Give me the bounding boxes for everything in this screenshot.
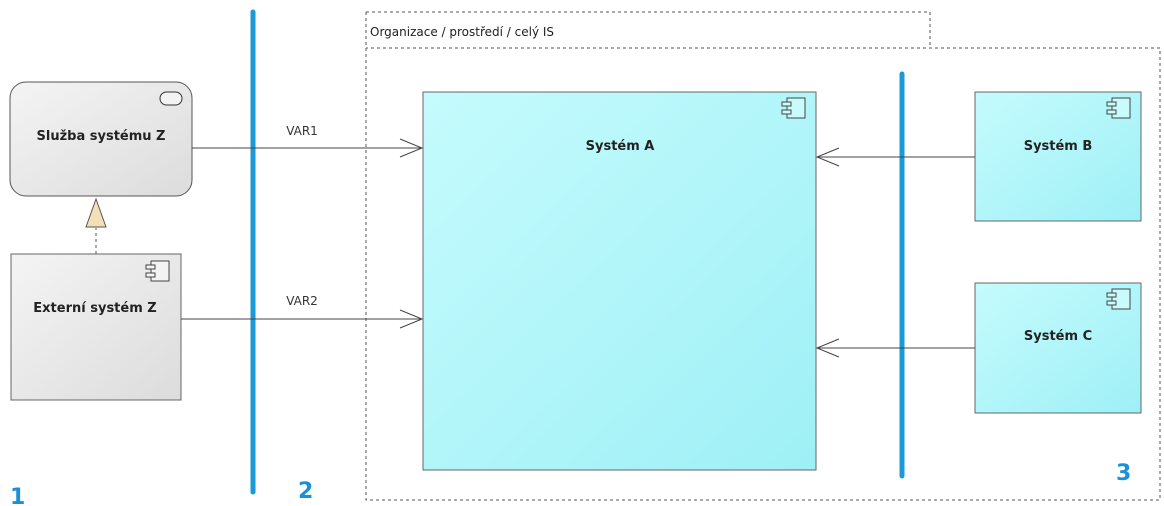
component-icon	[781, 97, 806, 119]
realization-connector	[85, 197, 107, 254]
realization-arrowhead	[85, 197, 107, 228]
service-icon	[159, 91, 183, 106]
arrowhead	[815, 147, 840, 167]
system-a-label: Systém A	[586, 139, 655, 154]
var1-connector[interactable]: VAR1	[192, 124, 424, 158]
system-a-node[interactable]: Systém A	[422, 91, 817, 471]
component-icon	[145, 260, 170, 282]
component-icon	[1106, 97, 1131, 119]
var2-connector[interactable]: VAR2	[181, 294, 424, 329]
organization-frame-label: Organizace / prostředí / celý IS	[370, 25, 554, 39]
var2-label: VAR2	[286, 294, 318, 308]
arrowhead	[399, 138, 424, 158]
zone-number-1: 1	[10, 485, 25, 506]
system-c-label: Systém C	[1024, 329, 1092, 344]
system-b-connector[interactable]	[815, 147, 975, 167]
organization-frame: Organizace / prostředí / celý IS	[365, 11, 1161, 501]
var1-label: VAR1	[286, 124, 318, 138]
system-b-node[interactable]: Systém B	[974, 91, 1142, 222]
zone-number-3: 3	[1116, 461, 1131, 486]
system-c-connector[interactable]	[815, 338, 975, 358]
external-system-z-node[interactable]: Externí systém Z	[10, 253, 182, 401]
zone-number-2: 2	[298, 479, 313, 504]
service-z-label: Služba systému Z	[37, 129, 166, 144]
system-b-label: Systém B	[1024, 139, 1093, 154]
arrowhead	[815, 338, 840, 358]
arrowhead	[399, 309, 424, 329]
system-c-node[interactable]: Systém C	[974, 282, 1142, 414]
component-icon	[1106, 288, 1131, 310]
service-z-node[interactable]: Služba systému Z	[9, 81, 193, 197]
external-system-z-label: Externí systém Z	[33, 301, 156, 316]
